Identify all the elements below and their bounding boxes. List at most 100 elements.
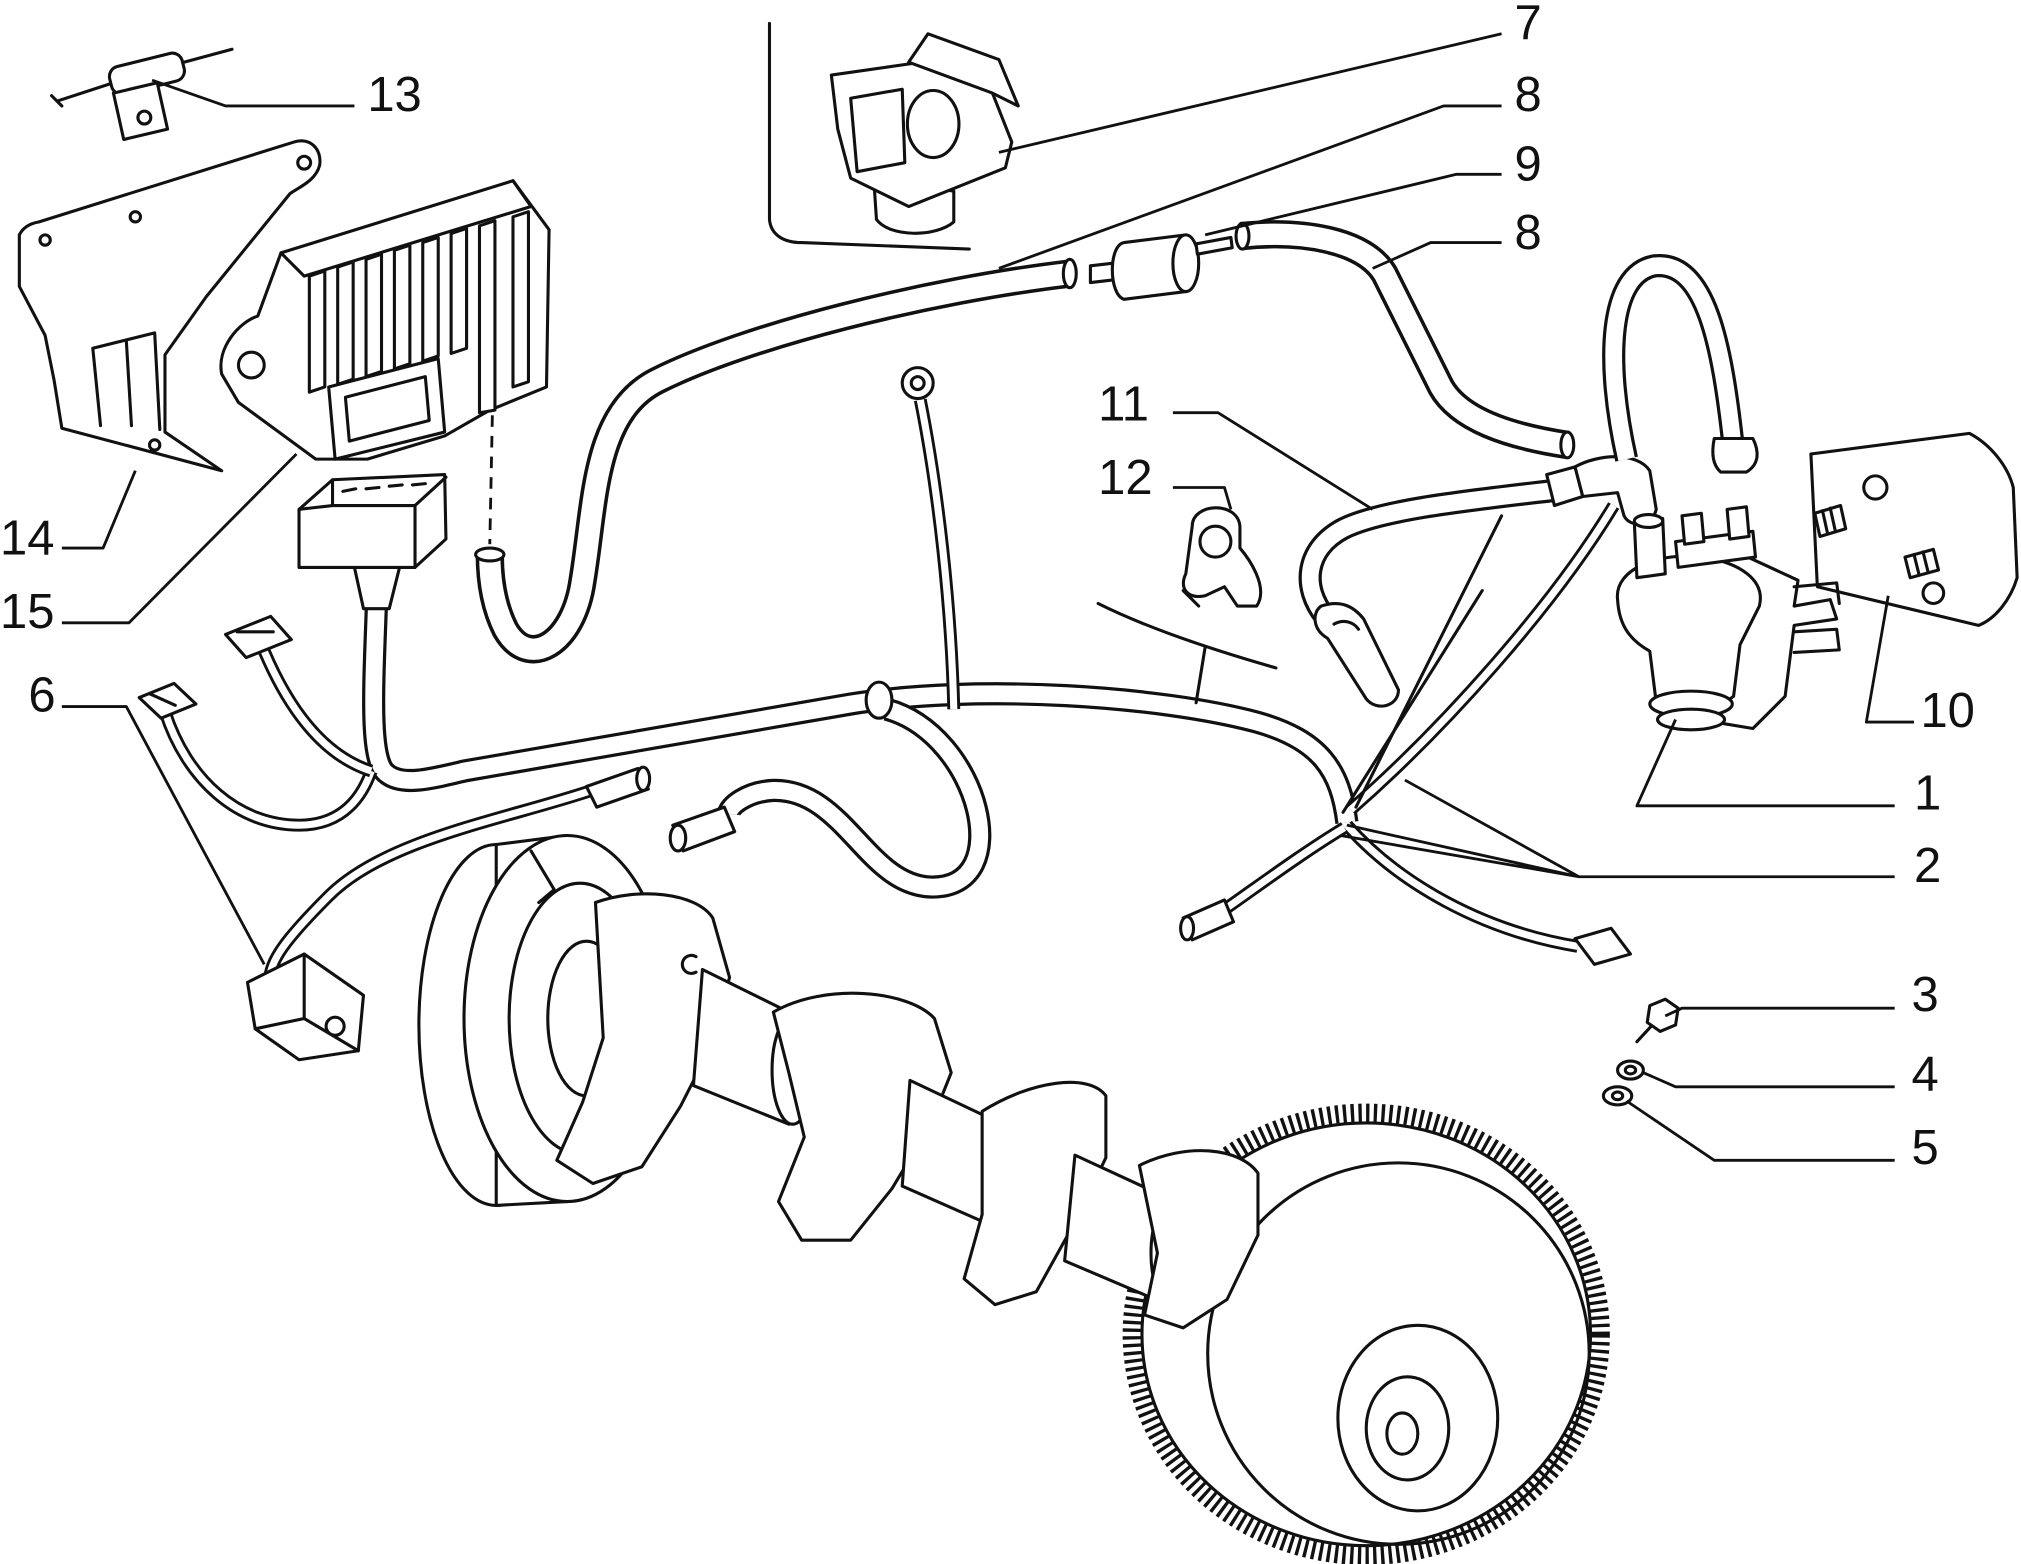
washer-4-hole (1623, 1064, 1638, 1076)
module-socket-inner (343, 375, 431, 443)
thin-wire-1 (1341, 589, 1484, 814)
hose-8-right-end (1234, 221, 1251, 251)
crank-web-4 (1137, 1149, 1260, 1330)
leader-line-14 (61, 470, 137, 550)
module-plug (297, 473, 448, 611)
callout-labels: 13 7 8 9 8 11 12 14 15 6 10 1 2 3 4 5 (0, 0, 1975, 1175)
clip-12 (1181, 506, 1263, 608)
sensor-6-edges (253, 952, 360, 1053)
thin-wire-2 (1354, 514, 1504, 809)
hose-8-long-body (490, 274, 1070, 650)
crank-sensor-6 (245, 952, 366, 1062)
ht-lead-11 (1310, 455, 1658, 708)
leader-lines (61, 32, 1915, 1162)
nut-5-body (1601, 1085, 1634, 1107)
callout-14: 14 (0, 512, 54, 566)
bracket-tab (91, 331, 162, 432)
connector-sensor-6 (584, 766, 650, 809)
harness-clip (864, 680, 894, 720)
module-fin (421, 235, 440, 363)
leader-line-7 (998, 32, 1502, 154)
coil-top-lead (1614, 266, 1759, 474)
left-cable-2-body (264, 651, 371, 771)
leader-line-9 (1204, 172, 1502, 237)
crankshaft (555, 892, 1108, 1307)
clip-7 (767, 21, 1020, 251)
module-fin (477, 219, 497, 415)
ht-lead-11-elbow (1573, 455, 1658, 526)
leader-line-4 (1642, 1071, 1895, 1089)
bolt-3 (1635, 997, 1680, 1044)
leader-line-11 (1172, 411, 1374, 511)
plug-pins (341, 482, 427, 493)
flywheel-center (1385, 1411, 1420, 1456)
callout-8-right: 8 (1514, 206, 1541, 260)
leader-line-15 (61, 452, 298, 625)
plug-edges (297, 475, 448, 569)
leader-line-1 (1635, 718, 1895, 808)
ht-lead-11-boot (1313, 602, 1401, 708)
connector-sensor-6-end (635, 765, 652, 792)
module-fin (364, 252, 384, 379)
crank-mark (680, 953, 698, 975)
coil-1-bracket-tabs (1792, 581, 1841, 655)
callout-10: 10 (1920, 684, 1974, 738)
callout-9: 9 (1514, 138, 1541, 192)
ignition-module-15 (219, 179, 551, 545)
clip-12-ring (1198, 524, 1233, 559)
nut-5-hole (1610, 1090, 1625, 1102)
module-connector-socket (327, 357, 447, 461)
callout-2: 2 (1914, 839, 1941, 893)
module-top-edge (279, 179, 533, 278)
plate-10-stud-2-thread (1912, 550, 1930, 577)
fuse-wire-tip (50, 94, 64, 108)
washer-4-ring (1616, 1059, 1645, 1081)
hose-8-long-end (474, 257, 1078, 563)
coil-1-tower-top (1632, 513, 1665, 529)
plate-10-stud-1-thread (1820, 506, 1837, 536)
flywheel-ring-gear (1122, 1103, 1610, 1564)
crank-web-1 (555, 892, 732, 1186)
coil-top-lead-cap (1711, 436, 1759, 474)
callout-6: 6 (28, 669, 55, 723)
bolt-3-head (1645, 997, 1680, 1033)
callout-8-top: 8 (1514, 68, 1541, 122)
coil-1-terminal-1 (1680, 511, 1706, 546)
callout-15: 15 (0, 585, 54, 639)
hose-8-right (1234, 221, 1576, 460)
leader-line-2 (1340, 778, 1895, 879)
bracket-14 (17, 139, 322, 473)
callout-1: 1 (1914, 767, 1941, 821)
pulley-notch (529, 849, 556, 905)
harness-support-stem (1194, 645, 1207, 705)
harness-branch-body (728, 709, 980, 887)
module-fin (511, 210, 530, 389)
connector-left-2 (224, 614, 293, 660)
washer-4 (1616, 1059, 1645, 1081)
coil-1-terminal-2 (1725, 505, 1751, 541)
module-ground-guide (488, 415, 494, 545)
fuse-wire-left (56, 81, 115, 103)
leader-line-12 (1172, 486, 1233, 510)
module-fin (449, 226, 469, 355)
connector-left-1-detail (147, 692, 177, 707)
filter-9-end (1171, 233, 1201, 294)
plate-10-hole-1 (1862, 474, 1889, 501)
temperature-sensor-tip (1179, 915, 1196, 942)
clip-7-tab (907, 32, 1020, 108)
ht-lead-11-boot-ring (1332, 619, 1361, 631)
bracket-plate (17, 139, 322, 473)
ht-lead-11-body (1310, 490, 1557, 616)
ground-eyelet-hole (909, 375, 926, 392)
module-fin (307, 269, 327, 394)
fuse-bracket-hole (136, 109, 153, 126)
bolt-3-shank (1635, 1023, 1654, 1044)
leader-line-3 (1664, 1006, 1895, 1018)
leader-line-10 (1864, 595, 1915, 724)
sensor-6-hole (324, 1015, 346, 1037)
clip-7-hole (905, 88, 961, 160)
crank-web-3 (962, 1080, 1108, 1307)
hose-8-right-end-2 (1559, 430, 1576, 460)
callout-7: 7 (1514, 0, 1541, 50)
